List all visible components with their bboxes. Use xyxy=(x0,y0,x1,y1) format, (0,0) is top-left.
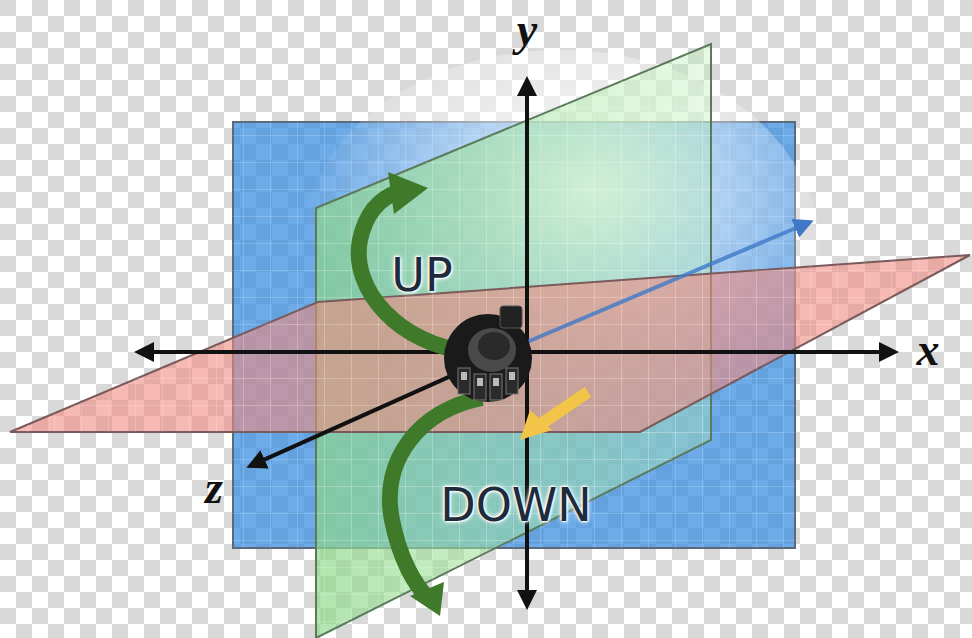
headset-device xyxy=(444,306,532,402)
direction-label: DOWN xyxy=(440,482,592,528)
axis-label: y xyxy=(517,7,537,53)
axis-label: x xyxy=(917,327,940,373)
direction-label: UP xyxy=(391,252,452,298)
axis-label: z xyxy=(205,465,223,511)
